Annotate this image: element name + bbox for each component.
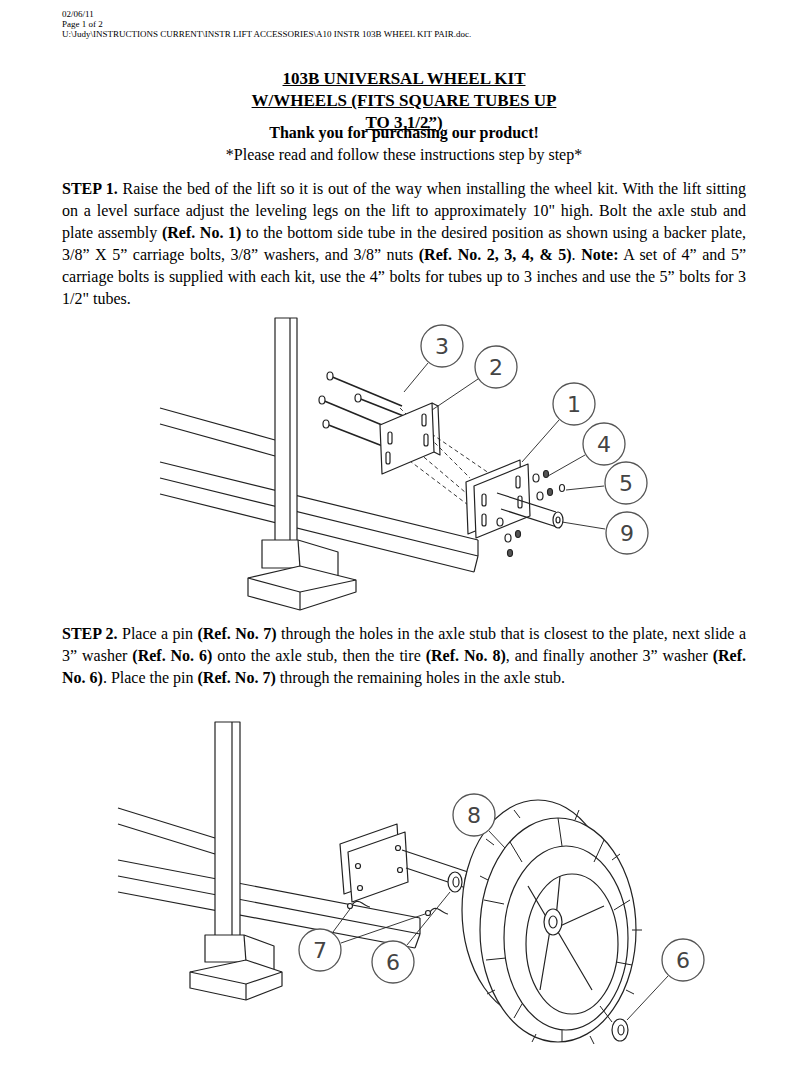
callout-number: 6: [386, 950, 400, 975]
callout-ring: [583, 423, 625, 465]
callout-ring: [605, 462, 647, 504]
callout-number: 7: [313, 938, 327, 963]
header-page: Page 1 of 2: [62, 19, 103, 29]
callout-circle: 6: [661, 938, 705, 982]
header-date: 02/06/11: [62, 9, 94, 19]
callout-number: 5: [619, 471, 633, 496]
callout-number: 1: [567, 392, 581, 417]
callout-ring: [453, 794, 495, 836]
bold-run: (Ref. No. 6): [132, 647, 212, 664]
callout-circle: 5: [604, 461, 648, 505]
callout-circle: 3: [420, 324, 464, 368]
text-run: . Place the pin: [103, 669, 198, 686]
text-run: Place a pin: [118, 625, 198, 642]
text-run: , and finally another 3” washer: [506, 647, 713, 664]
bold-run: STEP 1.: [62, 180, 118, 197]
thank-you-note: Thank you for purchasing our product!: [62, 122, 746, 144]
callout-ring: [606, 512, 648, 554]
step-two-paragraph: STEP 2. Place a pin (Ref. No. 7) through…: [62, 623, 746, 689]
bold-run: (Ref. No. 8): [426, 647, 506, 664]
callout-number: 3: [435, 334, 449, 359]
header-path: U:\Judy\INSTRUCTIONS CURRENT\INSTR LIFT …: [62, 29, 471, 39]
bold-run: STEP 2.: [62, 625, 118, 642]
callout-circle: 1: [552, 382, 596, 426]
callout-ring: [299, 929, 341, 971]
callout-circle: 9: [605, 511, 649, 555]
text-run: .: [572, 246, 582, 263]
callout-circle: 7: [298, 928, 342, 972]
text-run: through the remaining holes in the axle …: [276, 669, 565, 686]
callout-number: 4: [597, 432, 611, 457]
step-one-paragraph: STEP 1. Raise the bed of the lift so it …: [62, 178, 746, 310]
callout-number: 6: [676, 948, 690, 973]
callout-ring: [421, 325, 463, 367]
callout-circle: 4: [582, 422, 626, 466]
bold-run: (Ref. No. 7): [197, 625, 276, 642]
instruction-note: *Please read and follow these instructio…: [62, 144, 746, 166]
bold-run: (Ref. No. 2, 3, 4, & 5): [419, 246, 572, 263]
bold-run: (Ref. No. 7): [198, 669, 276, 686]
bold-run: Note:: [581, 246, 618, 263]
callout-circle: 2: [474, 345, 518, 389]
callout-number: 9: [620, 521, 634, 546]
callout-ring: [475, 346, 517, 388]
callout-circle: 6: [371, 940, 415, 984]
callout-number: 8: [467, 803, 481, 828]
callout-ring: [372, 941, 414, 983]
bold-run: (Ref. No. 1): [162, 224, 241, 241]
text-run: onto the axle stub, then the tire: [212, 647, 425, 664]
callout-circle: 8: [452, 793, 496, 837]
callout-ring: [662, 939, 704, 981]
callout-ring: [553, 383, 595, 425]
callout-number: 2: [489, 355, 503, 380]
